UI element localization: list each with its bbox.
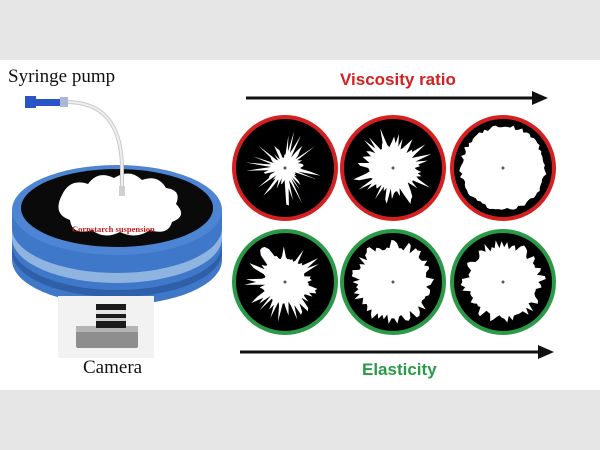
glycerol-blob	[58, 173, 182, 236]
elasticity-arrow	[240, 345, 554, 359]
viscosity-ratio-label: Viscosity ratio	[340, 70, 456, 89]
pattern-circle-top-2	[340, 115, 446, 221]
cornstarch-label: Cornstarch suspension	[72, 224, 155, 234]
syringe-pump-label: Syringe pump	[8, 66, 116, 87]
pattern-circle-top-3	[450, 115, 556, 221]
viscosity-arrow	[246, 91, 548, 105]
elasticity-label: Elasticity	[362, 360, 437, 379]
pattern-circle-bottom-2	[340, 229, 446, 335]
patterns-layer	[232, 115, 556, 335]
petri-dish	[12, 165, 222, 305]
pattern-circle-top-1	[232, 115, 338, 221]
syringe-pump-icon	[25, 96, 68, 108]
pattern-circle-bottom-1	[232, 229, 338, 335]
camera-label: Camera	[83, 357, 143, 378]
schematic-svg	[12, 91, 556, 359]
camera-icon	[58, 296, 154, 358]
pattern-circle-bottom-3	[450, 229, 556, 335]
glycerol-mixture-label: Glycerol–water mixture	[82, 198, 174, 208]
figure-panel: Syringe pump Camera Viscosity ratio Elas…	[0, 60, 600, 390]
